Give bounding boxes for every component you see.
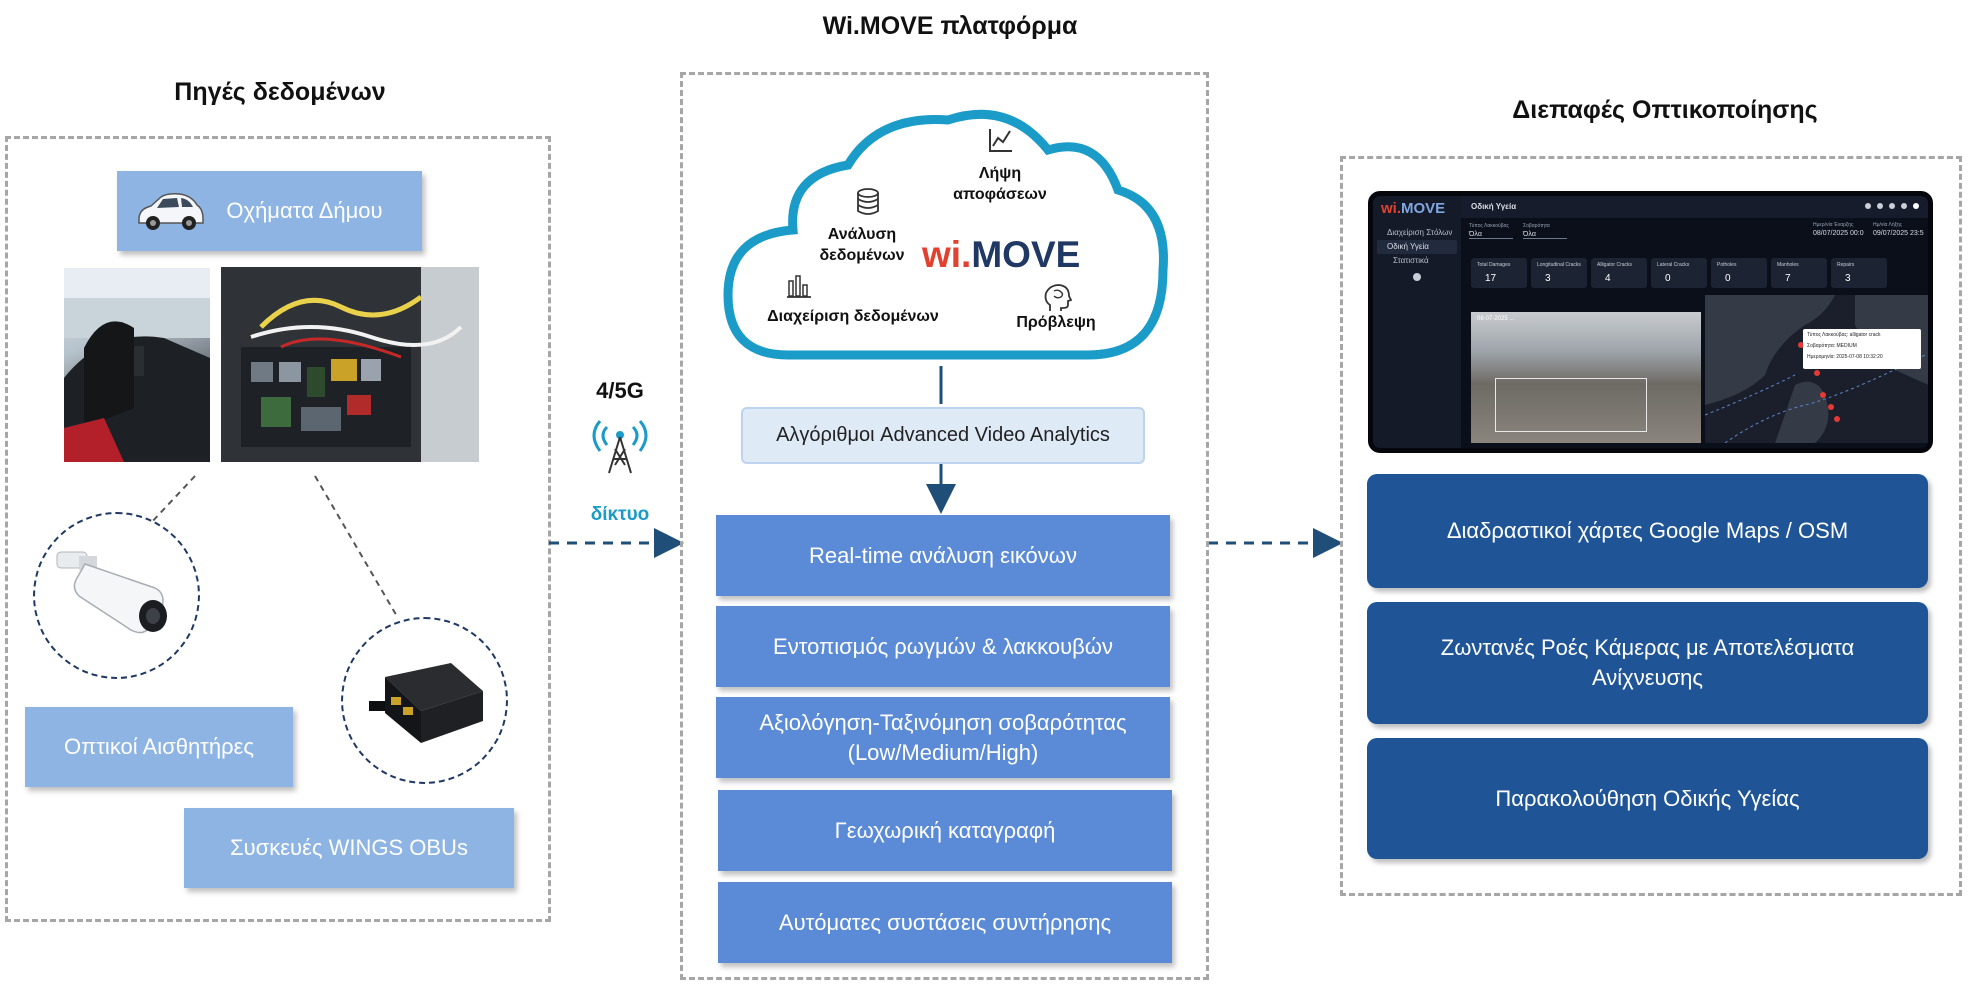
dashboard-topbar	[1461, 196, 1928, 218]
interface-live-camera: Ζωντανές Ροές Κάμερας με Αποτελέσματα Αν…	[1367, 602, 1928, 724]
kpi-value: 3	[1845, 273, 1851, 284]
pipeline-step-4: Γεωχωρική καταγραφή	[718, 790, 1172, 871]
dashboard-logo: wi.MOVE	[1381, 200, 1445, 217]
date-to-value[interactable]: 09/07/2025 23:5	[1873, 230, 1924, 237]
camera-sensor-circle	[33, 512, 200, 679]
kpi-label: Total Damages	[1477, 262, 1511, 268]
popup-date: Ημερομηνία: 2025-07-08 10:32:20	[1807, 354, 1883, 360]
wings-obus-box: Συσκευές WINGS OBUs	[184, 808, 514, 888]
kpi-card: Repairs 3	[1831, 258, 1887, 288]
municipal-vehicles-label: Οχήματα Δήμου	[226, 198, 383, 223]
popup-severity: Σοβαρότητα: MEDIUM	[1807, 343, 1857, 349]
pipeline-step-5: Αυτόματες συστάσεις συντήρησης	[718, 882, 1172, 963]
platform-heading: Wi.MOVE πλατφόρμα	[822, 12, 1078, 40]
date-to-label: Ημ/νία Λήξης	[1873, 222, 1903, 228]
wimove-logo: wi.MOVE	[922, 234, 1080, 276]
kpi-card: Manholes 7	[1771, 258, 1827, 288]
filter-type-label: Τύπος Λακκούβας	[1469, 223, 1509, 229]
video-analytics-box: Αλγόριθμοι Advanced Video Analytics	[741, 407, 1145, 464]
logo-move: MOVE	[971, 234, 1081, 275]
kpi-card: Alligator Cracks 4	[1591, 258, 1647, 288]
kpi-value: 4	[1605, 273, 1611, 284]
kpi-label: Manholes	[1777, 262, 1799, 268]
filter-severity-value[interactable]: Όλα	[1523, 231, 1567, 239]
platform-panel	[680, 72, 1209, 980]
toolbar-dot-icon[interactable]	[1865, 203, 1871, 209]
network-label: δίκτυο	[590, 504, 650, 525]
cloud-shape	[723, 109, 1168, 360]
toolbar-dot-icon[interactable]	[1889, 203, 1895, 209]
kpi-label: Potholes	[1717, 262, 1737, 268]
management-label: Διαχείριση δεδομένων	[767, 308, 939, 325]
dashboard-preview: wi.MOVE Διαχείριση Στόλων Οδική Υγεία Στ…	[1368, 191, 1933, 453]
interfaces-panel	[1340, 156, 1962, 896]
kpi-value: 0	[1665, 273, 1671, 284]
sources-heading: Πηγές δεδομένων	[174, 78, 386, 106]
obu-device-icon	[369, 663, 483, 743]
sources-panel	[5, 136, 551, 922]
date-from-label: Ημερ/νία Έναρξης	[1813, 222, 1854, 228]
video-timestamp: 08-07-2025 ...	[1477, 316, 1515, 322]
interface-maps: Διαδραστικοί χάρτες Google Maps / OSM	[1367, 474, 1928, 588]
kpi-label: Repairs	[1837, 262, 1855, 268]
photo-connector-lines	[149, 475, 399, 619]
chart-line-icon	[989, 129, 1012, 152]
damage-map[interactable]: Τύπος Λακκούβας: alligator crack Σοβαρότ…	[1705, 295, 1928, 443]
dashboard-title: Οδική Υγεία	[1471, 202, 1517, 211]
toolbar-dot-icon[interactable]	[1901, 203, 1907, 209]
kpi-value: 3	[1545, 273, 1551, 284]
dashboard-sidebar	[1373, 196, 1461, 448]
detection-bounding-box	[1495, 378, 1647, 432]
kpi-value: 17	[1485, 273, 1497, 284]
antenna-icon	[592, 420, 648, 474]
optical-sensors-box: Οπτικοί Αισθητήρες	[25, 707, 293, 787]
kpi-value: 0	[1725, 273, 1731, 284]
kpi-card: Longitudinal Cracks 3	[1531, 258, 1587, 288]
dashboard-nav-fleet[interactable]: Διαχείριση Στόλων	[1387, 228, 1453, 237]
pipeline-step-3: Αξιολόγηση-Ταξινόμηση σοβαρότητας (Low/M…	[716, 697, 1170, 778]
decisions-label: Λήψη αποφάσεων	[953, 165, 1047, 203]
kpi-label: Alligator Cracks	[1597, 262, 1633, 268]
date-from-value[interactable]: 08/07/2025 00:0	[1813, 230, 1864, 237]
vehicle-camera-photo	[64, 268, 210, 462]
interfaces-heading: Διεπαφές Οπτικοποίησης	[1512, 96, 1818, 124]
dashboard-collapse-icon[interactable]	[1413, 273, 1421, 281]
obu-installation-photo	[221, 267, 479, 462]
obu-device-circle	[341, 617, 508, 784]
dashboard-logo-wi: wi.	[1381, 200, 1402, 217]
dashboard-logo-move: MOVE	[1401, 200, 1446, 217]
kpi-value: 7	[1785, 273, 1791, 284]
dashboard-toolbar-icons	[1865, 203, 1925, 211]
popup-type: Τύπος Λακκούβας: alligator crack	[1807, 332, 1881, 338]
kpi-card: Potholes 0	[1711, 258, 1767, 288]
security-camera-icon	[56, 551, 167, 634]
pipeline-step-2: Εντοπισμός ρωγμών & λακκουβών	[716, 606, 1170, 687]
toolbar-dot-icon[interactable]	[1877, 203, 1883, 209]
analysis-label: Ανάλυση δεδομένων	[819, 226, 905, 264]
interface-road-health: Παρακολούθηση Οδικής Υγείας	[1367, 738, 1928, 859]
filter-severity-label: Σοβαρότητα	[1523, 223, 1550, 229]
kpi-card: Total Damages 17	[1471, 258, 1527, 288]
bar-chart-icon	[787, 275, 811, 298]
car-icon	[138, 193, 204, 230]
municipal-vehicles-box: Οχήματα Δήμου	[117, 171, 422, 251]
kpi-card: Lateral Cracks 0	[1651, 258, 1707, 288]
kpi-label: Longitudinal Cracks	[1537, 262, 1581, 268]
pipeline-step-1: Real-time ανάλυση εικόνων	[716, 515, 1170, 596]
dashboard-nav-stats[interactable]: Στατιστικά	[1393, 256, 1429, 265]
brain-head-icon	[1044, 284, 1072, 311]
filter-type-value[interactable]: Όλα	[1469, 231, 1513, 239]
live-camera-feed[interactable]: 08-07-2025 ...	[1471, 312, 1701, 443]
database-icon	[857, 188, 879, 215]
kpi-label: Lateral Cracks	[1657, 262, 1690, 268]
map-popup: Τύπος Λακκούβας: alligator crack Σοβαρότ…	[1803, 329, 1921, 369]
network-generation-label: 4/5G	[596, 378, 644, 403]
dashboard-nav-active-bg	[1377, 240, 1457, 254]
logo-wi: wi.	[922, 234, 972, 275]
user-avatar-icon[interactable]	[1913, 203, 1919, 209]
prediction-label: Πρόβλεψη	[1016, 314, 1096, 331]
dashboard-nav-roadhealth[interactable]: Οδική Υγεία	[1387, 242, 1429, 251]
